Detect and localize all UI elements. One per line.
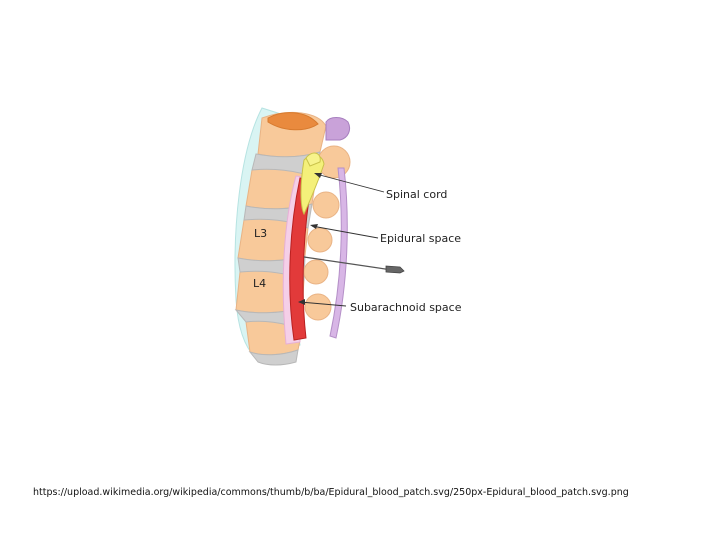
callout-arrows [299, 173, 385, 307]
label-subarachnoid-space: Subarachnoid space [350, 301, 462, 314]
posterior-element [325, 117, 351, 141]
posterior-ligament [329, 167, 348, 339]
spinous-processes [303, 145, 351, 321]
cord-top [305, 152, 321, 167]
dura [289, 177, 313, 341]
source-url: https://upload.wikimedia.org/wikipedia/c… [33, 487, 629, 498]
top-cap [267, 112, 319, 131]
label-epidural-space: Epidural space [380, 232, 461, 245]
needle [303, 256, 405, 274]
vertebra-label-l4: L4 [253, 277, 266, 290]
label-spinal-cord: Spinal cord [386, 188, 447, 201]
callout-arrowheads [298, 173, 322, 305]
vertebra-label-l3: L3 [254, 227, 267, 240]
